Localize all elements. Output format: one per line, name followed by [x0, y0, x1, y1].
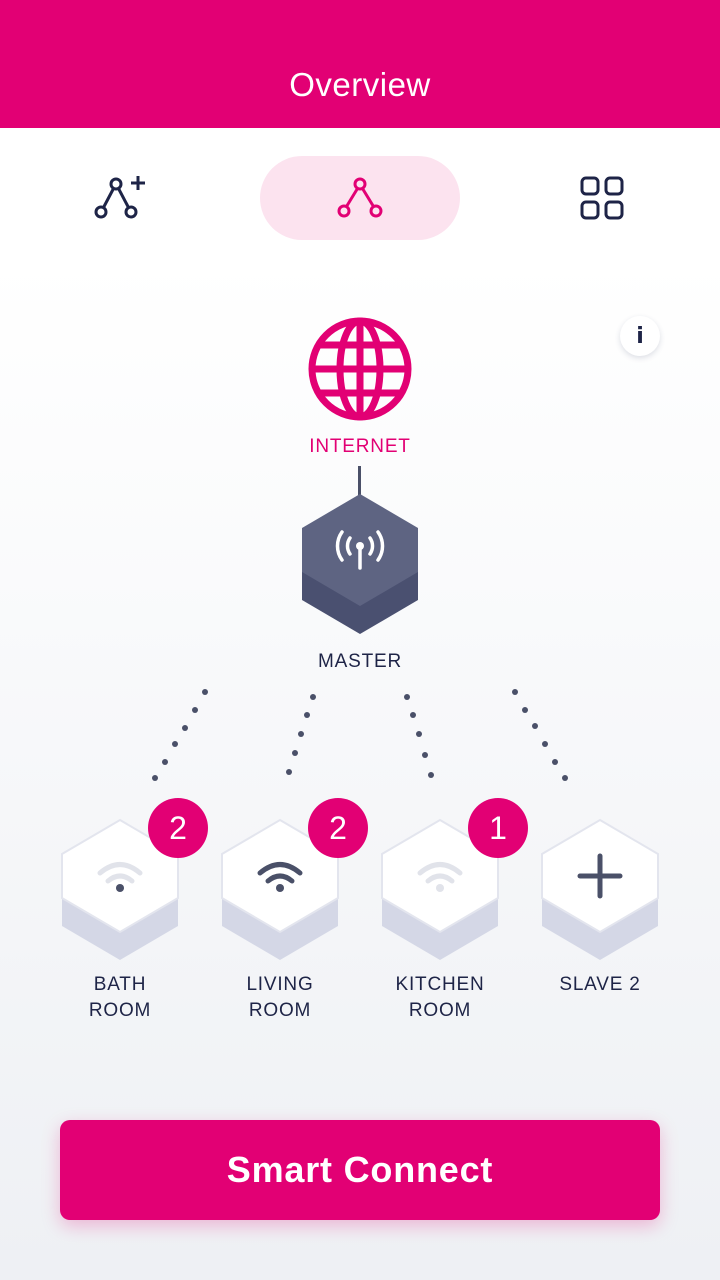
wifi-weak-icon	[97, 862, 143, 892]
page-title: Overview	[289, 66, 431, 103]
room-label: SLAVE 2	[559, 974, 641, 995]
tab-network-topology[interactable]	[260, 156, 460, 240]
network-topology-icon	[337, 177, 383, 218]
client-count-badge: 2	[308, 798, 368, 858]
internet-label: INTERNET	[309, 436, 411, 457]
tab-add-node[interactable]	[60, 156, 180, 240]
node-hexagon	[381, 818, 499, 960]
node-hexagon	[221, 818, 339, 960]
info-icon: i	[636, 323, 644, 349]
antenna-icon	[335, 530, 385, 570]
internet-link	[358, 466, 361, 496]
grid-icon	[580, 176, 624, 220]
master-node[interactable]	[298, 492, 422, 638]
app-header: Overview	[0, 0, 720, 128]
connection-lines	[152, 689, 568, 781]
wifi-strong-icon	[257, 862, 303, 892]
add-node-icon	[94, 176, 145, 219]
client-count-badge: 1	[468, 798, 528, 858]
node-hexagon	[541, 818, 659, 960]
room-node-slave-2[interactable]: SLAVE 2	[538, 818, 662, 995]
info-button[interactable]: i	[620, 316, 660, 356]
globe-icon	[308, 317, 412, 421]
master-label: MASTER	[318, 651, 402, 672]
view-tabs	[0, 128, 720, 258]
client-count-badge: 2	[148, 798, 208, 858]
tab-grid-view[interactable]	[542, 156, 662, 240]
smart-connect-button[interactable]: Smart Connect	[60, 1120, 660, 1220]
wifi-weak-icon	[417, 862, 463, 892]
plus-icon	[577, 853, 623, 899]
node-hexagon	[61, 818, 179, 960]
